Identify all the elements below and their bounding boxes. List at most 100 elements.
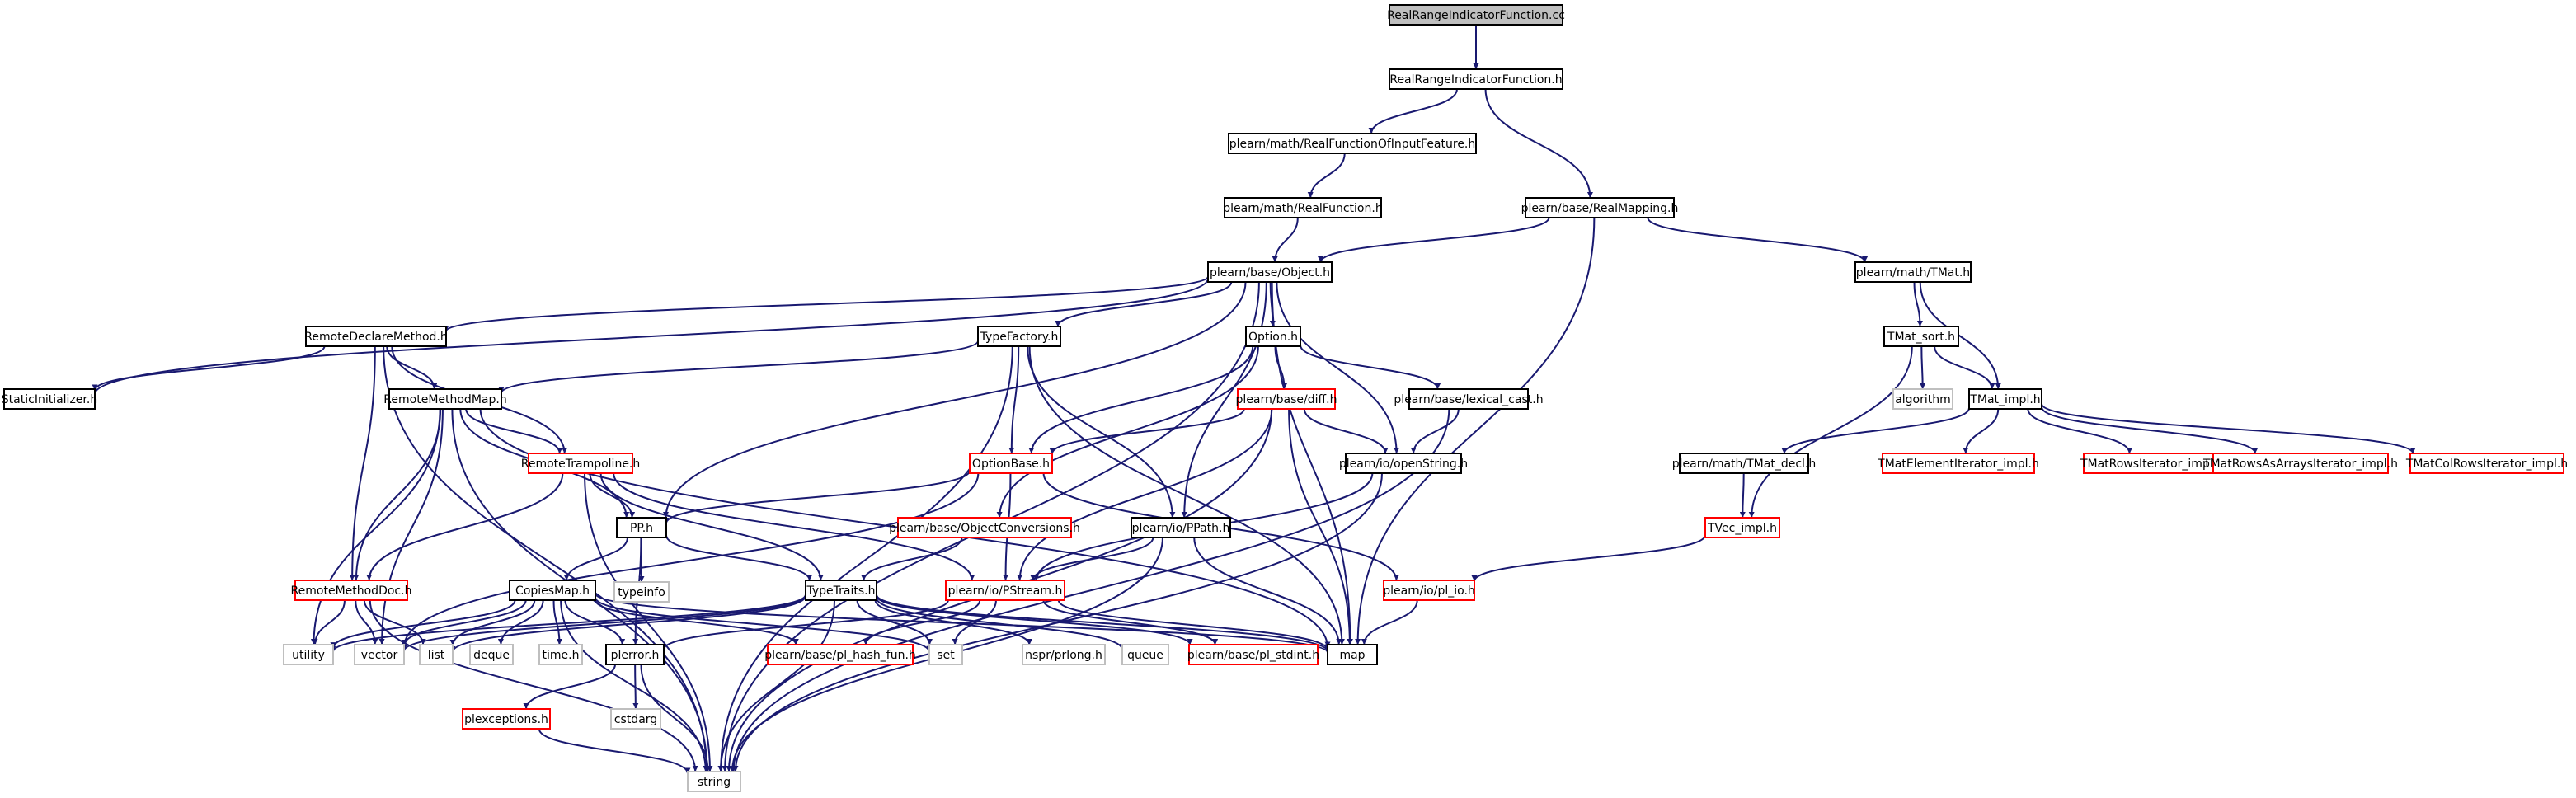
node-tmrai[interactable]: TMatRowsAsArraysIterator_impl.h xyxy=(2202,453,2398,474)
edge-rdm-to-staticinit xyxy=(92,345,326,391)
node-tvecimpl[interactable]: TVec_impl.h xyxy=(1704,517,1780,538)
node-label-ppath: plearn/io/PPath.h xyxy=(1132,522,1230,535)
node-stdint[interactable]: plearn/base/pl_stdint.h xyxy=(1187,644,1319,665)
node-ppath[interactable]: plearn/io/PPath.h xyxy=(1131,517,1231,538)
node-object[interactable]: plearn/base/Object.h xyxy=(1207,261,1333,283)
edge-object-to-typefactory xyxy=(1055,281,1233,327)
node-label-rrif_h: RealRangeIndicatorFunction.h xyxy=(1389,73,1562,87)
node-openstring[interactable]: plearn/io/openString.h xyxy=(1339,453,1468,474)
node-diff[interactable]: plearn/base/diff.h xyxy=(1236,388,1337,410)
node-box-remotetramp xyxy=(528,453,633,474)
node-optionbase[interactable]: OptionBase.h xyxy=(969,453,1053,474)
node-label-deque: deque xyxy=(473,649,510,662)
edge-plexceptions-to-string xyxy=(538,728,691,774)
node-lexcast[interactable]: plearn/base/lexical_cast.h xyxy=(1394,388,1544,410)
edge-lexcast-to-openstring xyxy=(1410,408,1460,454)
node-tmat[interactable]: plearn/math/TMat.h xyxy=(1854,261,1972,283)
node-label-tmat: plearn/math/TMat.h xyxy=(1856,266,1970,279)
node-label-copiesmap: CopiesMap.h xyxy=(515,584,590,598)
node-cstdarg[interactable]: cstdarg xyxy=(610,708,661,730)
edge-pp-to-typetraits xyxy=(665,535,813,581)
node-label-vector: vector xyxy=(361,649,398,662)
node-realfunc[interactable]: plearn/math/RealFunction.h xyxy=(1223,197,1383,218)
node-box-objconv xyxy=(897,517,1072,538)
node-tmatimpl[interactable]: TMat_impl.h xyxy=(1968,388,2042,410)
node-typeinfo[interactable]: typeinfo xyxy=(613,581,670,603)
node-tmatsort[interactable]: TMat_sort.h xyxy=(1883,326,1959,347)
node-remotetramp[interactable]: RemoteTrampoline.h xyxy=(521,453,641,474)
edge-plio-to-map xyxy=(1361,599,1418,645)
node-vector[interactable]: vector xyxy=(354,644,405,665)
node-hashfun[interactable]: plearn/base/pl_hash_fun.h xyxy=(764,644,916,665)
edge-diff-to-pstream xyxy=(1017,408,1273,581)
edge-typetraits-to-map xyxy=(876,594,1331,652)
node-algorithm[interactable]: algorithm xyxy=(1892,388,1953,410)
node-label-rdm: RemoteDeclareMethod.h xyxy=(304,331,447,344)
node-tmri[interactable]: TMatRowsIterator_impl.h xyxy=(2080,453,2224,474)
edge-copiesmap-to-hashfun xyxy=(595,599,799,645)
node-objconv[interactable]: plearn/base/ObjectConversions.h xyxy=(889,517,1080,538)
node-string[interactable]: string xyxy=(687,771,741,792)
node-prlong[interactable]: nspr/prlong.h xyxy=(1022,644,1106,665)
node-plerror[interactable]: plerror.h xyxy=(605,644,665,665)
node-label-typefactory: TypeFactory.h xyxy=(980,331,1059,344)
node-box-option xyxy=(1245,326,1301,347)
node-label-string: string xyxy=(698,776,731,789)
node-copiesmap[interactable]: CopiesMap.h xyxy=(509,580,596,601)
edge-object-to-openstring xyxy=(1276,281,1400,454)
node-set[interactable]: set xyxy=(928,644,963,665)
node-map[interactable]: map xyxy=(1327,644,1378,665)
node-realmap[interactable]: plearn/base/RealMapping.h xyxy=(1521,197,1679,218)
node-tmatdecl[interactable]: plearn/math/TMat_decl.h xyxy=(1672,453,1816,474)
node-staticinit[interactable]: StaticInitializer.h xyxy=(2,388,97,410)
node-label-set: set xyxy=(937,649,955,662)
node-box-tmrai xyxy=(2212,453,2389,474)
node-pstream[interactable]: plearn/io/PStream.h xyxy=(945,580,1065,601)
node-rfoif[interactable]: plearn/math/RealFunctionOfInputFeature.h xyxy=(1228,133,1477,154)
node-rdm[interactable]: RemoteDeclareMethod.h xyxy=(304,326,448,347)
edge-rmdoc-to-list xyxy=(363,599,426,645)
node-tmei[interactable]: TMatElementIterator_impl.h xyxy=(1877,453,2039,474)
node-box-tmatimpl xyxy=(1968,388,2042,410)
edge-remotetramp-to-typetraits xyxy=(599,472,824,581)
edge-copiesmap-to-plerror xyxy=(564,599,626,645)
node-box-openstring xyxy=(1345,453,1462,474)
node-box-realfunc xyxy=(1224,197,1382,218)
node-box-rfoif xyxy=(1228,133,1477,154)
node-label-algorithm: algorithm xyxy=(1895,393,1951,406)
edge-rmm-to-vector xyxy=(378,408,444,645)
node-tmci[interactable]: TMatColRowsIterator_impl.h xyxy=(2405,453,2568,474)
edge-realmap-to-tmat xyxy=(1647,217,1868,263)
node-box-typefactory xyxy=(977,326,1061,347)
node-label-tvecimpl: TVec_impl.h xyxy=(1707,522,1777,535)
node-box-typetraits xyxy=(805,580,877,601)
edge-remotetramp-to-pstream xyxy=(613,472,975,581)
node-list[interactable]: list xyxy=(419,644,454,665)
node-rrif_h[interactable]: RealRangeIndicatorFunction.h xyxy=(1389,68,1563,90)
node-timeh[interactable]: time.h xyxy=(538,644,583,665)
node-box-plexceptions xyxy=(462,708,551,730)
node-plexceptions[interactable]: plexceptions.h xyxy=(462,708,551,730)
edge-object-to-map xyxy=(1271,281,1353,645)
node-typefactory[interactable]: TypeFactory.h xyxy=(977,326,1061,347)
node-box-tmri xyxy=(2083,453,2221,474)
node-label-pp: PP.h xyxy=(630,522,653,535)
node-utility[interactable]: utility xyxy=(283,644,334,665)
node-option[interactable]: Option.h xyxy=(1245,326,1301,347)
node-rmm[interactable]: RemoteMethodMap.h xyxy=(383,388,507,410)
node-box-diff xyxy=(1237,388,1336,410)
node-box-typeinfo xyxy=(613,581,670,603)
node-typetraits[interactable]: TypeTraits.h xyxy=(805,580,877,601)
edge-tvecimpl-to-plio xyxy=(1471,534,1706,582)
edge-ppath-to-map xyxy=(1193,537,1342,645)
edge-tmatimpl-to-tmei xyxy=(1963,408,2000,454)
node-label-typeinfo: typeinfo xyxy=(618,586,665,599)
edge-copiesmap-to-set xyxy=(595,597,933,653)
node-plio[interactable]: plearn/io/pl_io.h xyxy=(1383,580,1475,601)
node-pp[interactable]: PP.h xyxy=(616,517,667,538)
node-rmdoc[interactable]: RemoteMethodDoc.h xyxy=(291,580,412,601)
node-deque[interactable]: deque xyxy=(469,644,514,665)
edge-typefactory-to-map xyxy=(1028,345,1345,645)
node-queue[interactable]: queue xyxy=(1121,644,1169,665)
node-root[interactable]: RealRangeIndicatorFunction.cc xyxy=(1387,4,1565,26)
